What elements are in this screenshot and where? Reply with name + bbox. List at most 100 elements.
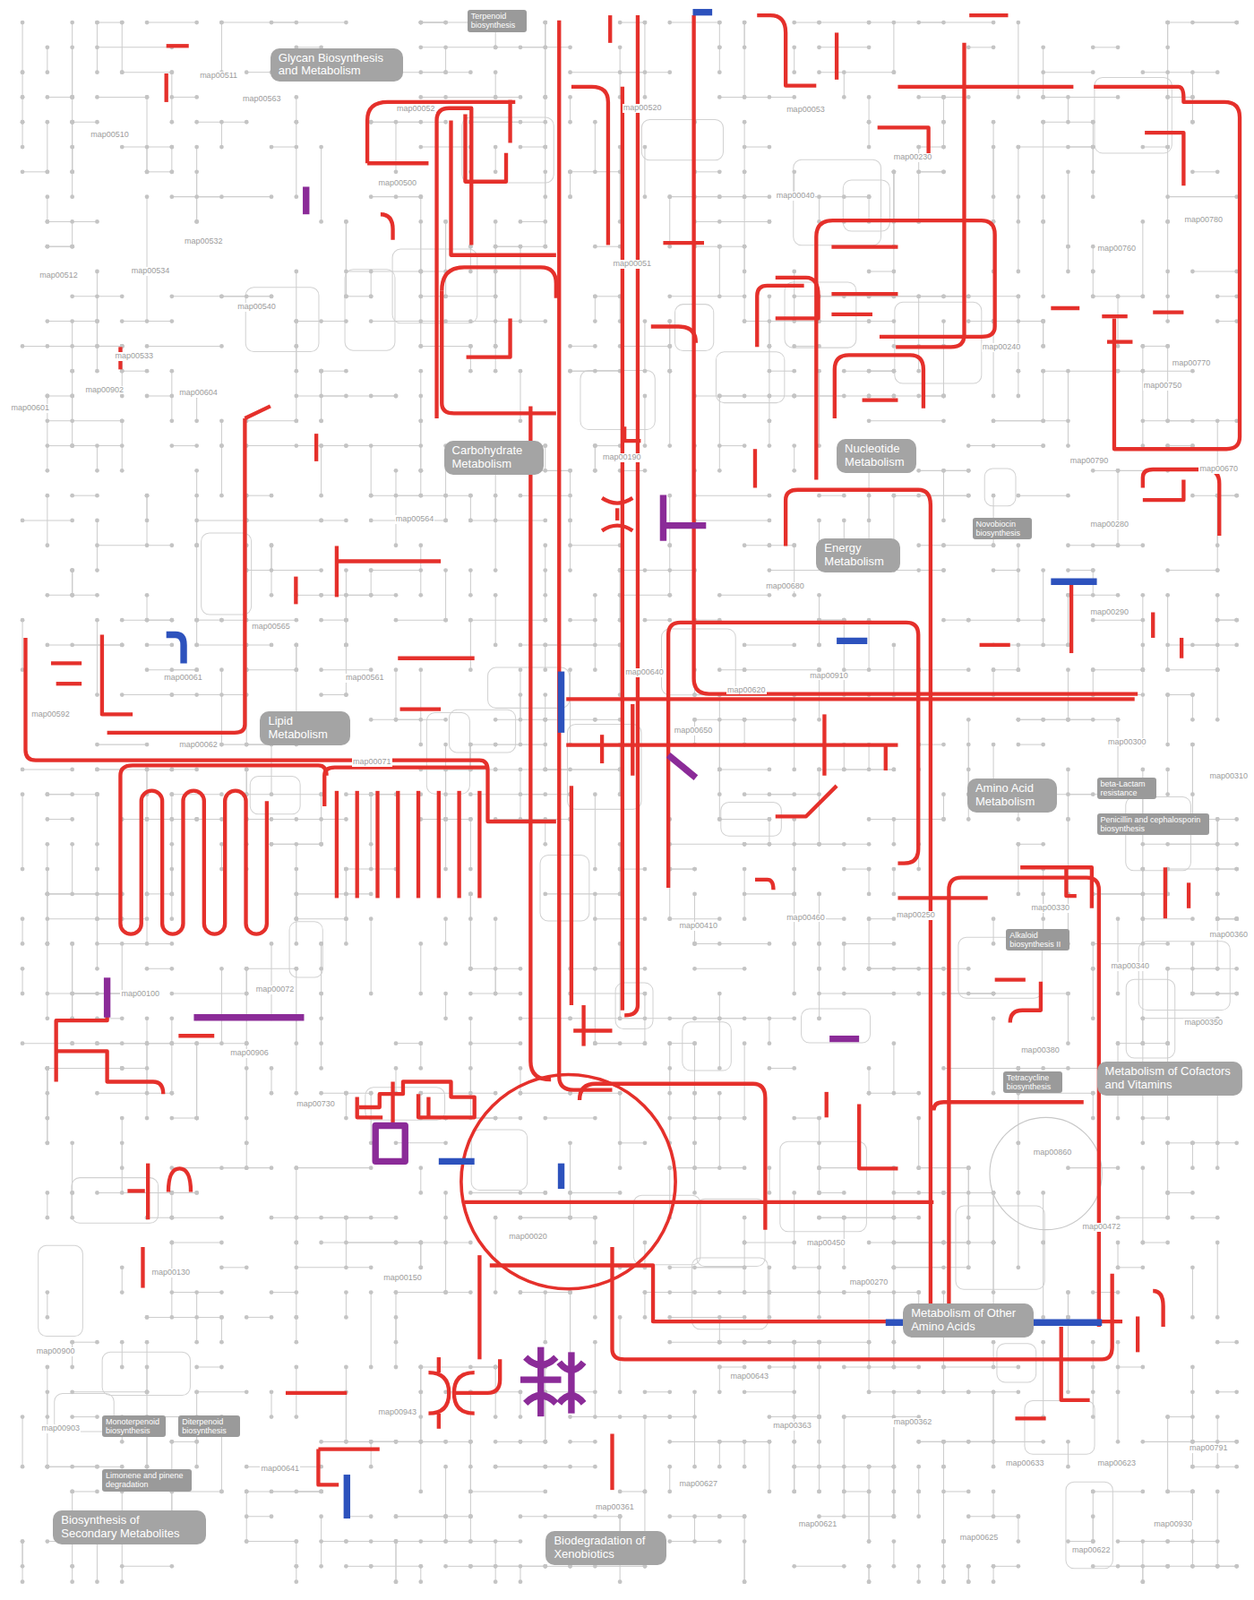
compound-dot xyxy=(443,1015,448,1021)
compound-dot xyxy=(891,1240,896,1246)
compound-dot xyxy=(194,169,199,174)
compound-dot xyxy=(493,991,499,997)
compound-dot xyxy=(891,816,896,822)
compound-dot xyxy=(468,1439,473,1444)
compound-dot xyxy=(767,1190,773,1195)
pathway-loop xyxy=(102,1351,190,1395)
compound-dot xyxy=(145,1065,150,1071)
compound-dot xyxy=(94,318,100,324)
compound-dot xyxy=(1040,1190,1046,1195)
compound-dot xyxy=(94,1190,100,1195)
compound-dot xyxy=(394,1579,399,1584)
compound-dot xyxy=(44,468,50,473)
compound-dot xyxy=(1190,1314,1195,1320)
compound-dot xyxy=(369,667,374,672)
compound-dot xyxy=(44,1215,50,1220)
compound-dot xyxy=(343,791,349,797)
compound-dot xyxy=(269,592,275,598)
compound-dot xyxy=(1215,1489,1220,1495)
compound-dot xyxy=(318,841,324,847)
compound-dot xyxy=(120,1365,125,1370)
compound-dot xyxy=(443,219,448,224)
compound-dot xyxy=(369,991,374,997)
compound-dot xyxy=(1234,1140,1239,1145)
compound-dot xyxy=(891,1090,896,1096)
compound-dot xyxy=(542,1513,548,1519)
compound-dot xyxy=(966,1489,971,1495)
compound-dot xyxy=(293,1365,299,1370)
compound-dot xyxy=(468,1065,473,1071)
compound-dot xyxy=(1065,567,1071,573)
compound-dot xyxy=(169,916,174,921)
compound-dot xyxy=(493,643,499,648)
compound-dot xyxy=(94,1090,100,1096)
compound-dot xyxy=(717,1314,722,1320)
compound-dot xyxy=(1090,717,1096,722)
pathway-loop xyxy=(344,269,396,351)
compound-dot xyxy=(493,1439,499,1444)
compound-dot xyxy=(816,1116,822,1121)
compound-dot xyxy=(468,742,473,748)
compound-dot xyxy=(841,841,847,847)
compound-dot xyxy=(667,1065,672,1071)
compound-dot xyxy=(816,966,822,971)
compound-dot xyxy=(1140,343,1145,349)
compound-dot xyxy=(468,618,473,623)
compound-dot xyxy=(941,1538,946,1544)
compound-dot xyxy=(293,394,299,399)
compound-dot xyxy=(194,692,199,697)
compound-dot xyxy=(1165,418,1170,423)
compound-dot xyxy=(1234,991,1239,997)
compound-dot xyxy=(418,293,423,299)
compound-dot xyxy=(891,941,896,946)
compound-dot xyxy=(841,1464,847,1469)
compound-dot xyxy=(94,692,100,697)
compound-dot xyxy=(518,145,524,150)
compound-dot xyxy=(468,891,473,896)
compound-dot xyxy=(717,94,722,100)
compound-dot xyxy=(1065,667,1071,672)
compound-dot xyxy=(518,692,524,697)
compound-dot xyxy=(916,1513,921,1519)
compound-dot xyxy=(1015,318,1021,324)
compound-dot xyxy=(145,618,150,623)
compound-dot xyxy=(518,318,524,324)
compound-dot xyxy=(941,1579,946,1584)
compound-dot xyxy=(667,618,672,623)
compound-dot xyxy=(567,767,573,773)
compound-dot xyxy=(1165,194,1170,199)
compound-dot xyxy=(1065,1314,1071,1320)
compound-dot xyxy=(120,1116,125,1121)
compound-dot xyxy=(767,542,773,548)
compound-dot xyxy=(1234,1464,1239,1469)
compound-dot xyxy=(145,493,150,499)
compound-dot xyxy=(518,1563,524,1569)
compound-dot xyxy=(966,1190,971,1195)
compound-dot xyxy=(966,1563,971,1569)
compound-dot xyxy=(891,169,896,174)
compound-dot xyxy=(1234,841,1239,847)
compound-dot xyxy=(69,1190,75,1195)
compound-dot xyxy=(394,1040,399,1046)
compound-dot xyxy=(791,1563,797,1569)
compound-dot xyxy=(94,20,100,26)
compound-dot xyxy=(717,69,722,75)
compound-dot xyxy=(767,443,773,448)
compound-dot xyxy=(44,1015,50,1021)
compound-dot xyxy=(69,1339,75,1345)
compound-dot xyxy=(742,841,748,847)
compound-dot xyxy=(293,1563,299,1569)
compound-dot xyxy=(1065,145,1071,150)
compound-dot xyxy=(816,1015,822,1021)
compound-dot xyxy=(318,567,324,573)
compound-dot xyxy=(493,1579,499,1584)
compound-dot xyxy=(816,44,822,50)
compound-dot xyxy=(542,692,548,697)
pathway-loop xyxy=(696,1198,765,1266)
compound-dot xyxy=(443,816,448,822)
compound-dot xyxy=(891,1464,896,1469)
compound-dot xyxy=(1090,1339,1096,1345)
compound-dot xyxy=(841,1289,847,1295)
compound-dot xyxy=(966,44,971,50)
compound-dot xyxy=(966,493,971,499)
